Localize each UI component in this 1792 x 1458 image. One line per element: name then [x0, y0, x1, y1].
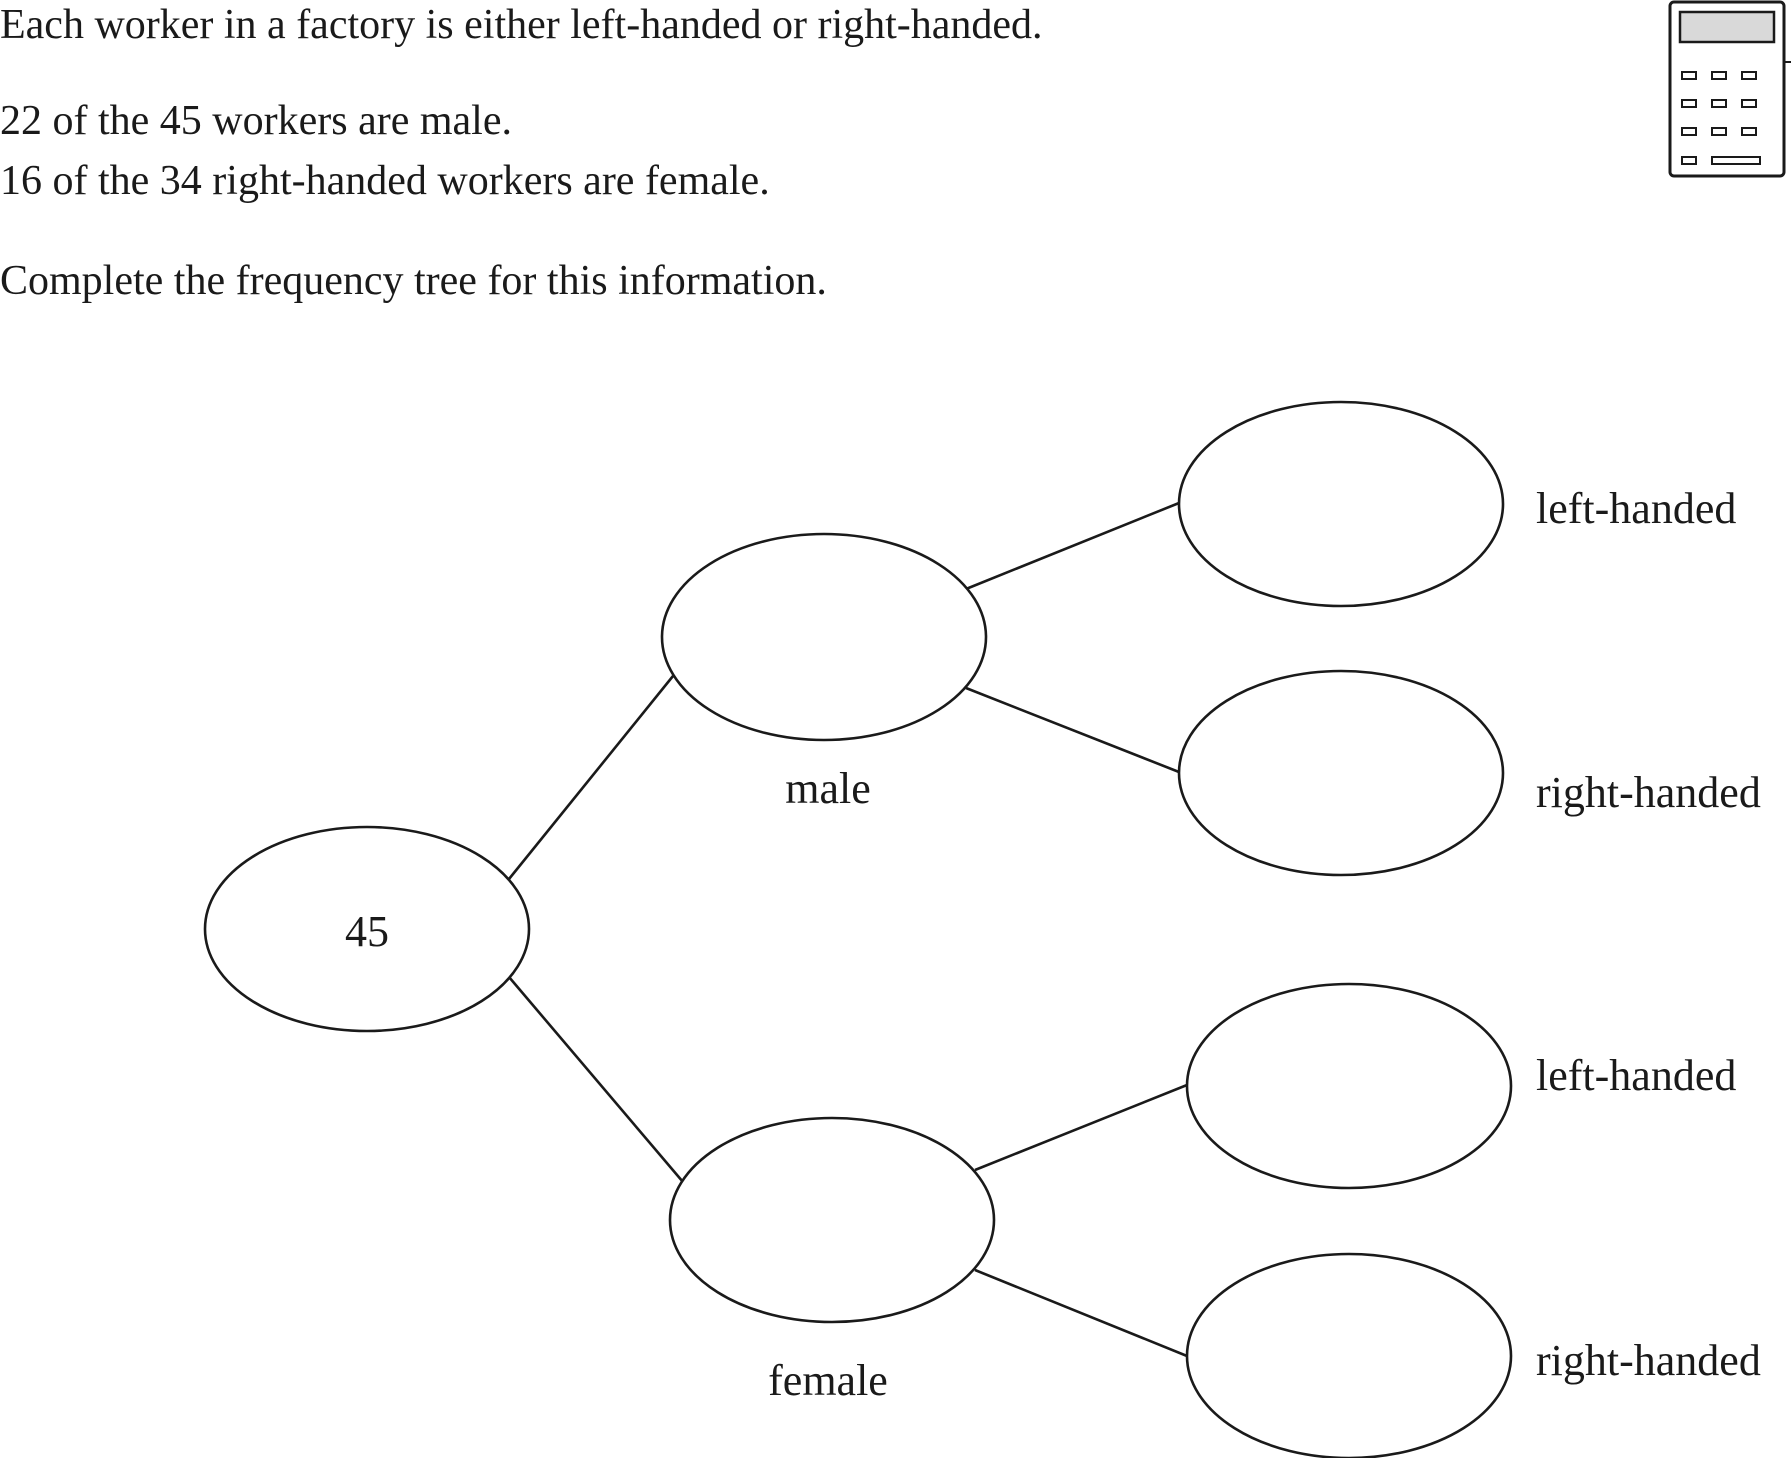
female-label: female	[768, 1356, 888, 1405]
female-right-handed-label: right-handed	[1536, 1336, 1761, 1385]
female-left-handed-node[interactable]	[1185, 982, 1513, 1190]
branch-female-right	[974, 1268, 1188, 1358]
branch-root-female	[508, 976, 684, 1183]
root-value: 45	[345, 907, 389, 956]
branch-male-right	[965, 686, 1180, 774]
female-right-handed-node[interactable]	[1185, 1252, 1513, 1458]
branch-female-left	[974, 1083, 1188, 1172]
fact-right-handed-female: 16 of the 34 right-handed workers are fe…	[0, 158, 770, 204]
male-left-handed-node[interactable]	[1177, 400, 1505, 608]
male-node[interactable]	[660, 532, 988, 742]
branch-male-left	[965, 501, 1180, 591]
male-right-handed-label: right-handed	[1536, 768, 1761, 817]
root-node	[203, 825, 531, 1033]
female-left-handed-label: left-handed	[1536, 1051, 1736, 1100]
branch-root-male	[507, 675, 675, 880]
male-left-handed-label: left-handed	[1536, 484, 1736, 533]
calculator-icon	[1668, 0, 1791, 178]
fact-male-workers: 22 of the 45 workers are male.	[0, 98, 512, 144]
male-right-handed-node[interactable]	[1177, 669, 1505, 877]
question-task: Complete the frequency tree for this inf…	[0, 258, 827, 304]
male-label: male	[785, 764, 871, 813]
female-node[interactable]	[668, 1116, 996, 1324]
question-intro: Each worker in a factory is either left-…	[0, 2, 1043, 48]
